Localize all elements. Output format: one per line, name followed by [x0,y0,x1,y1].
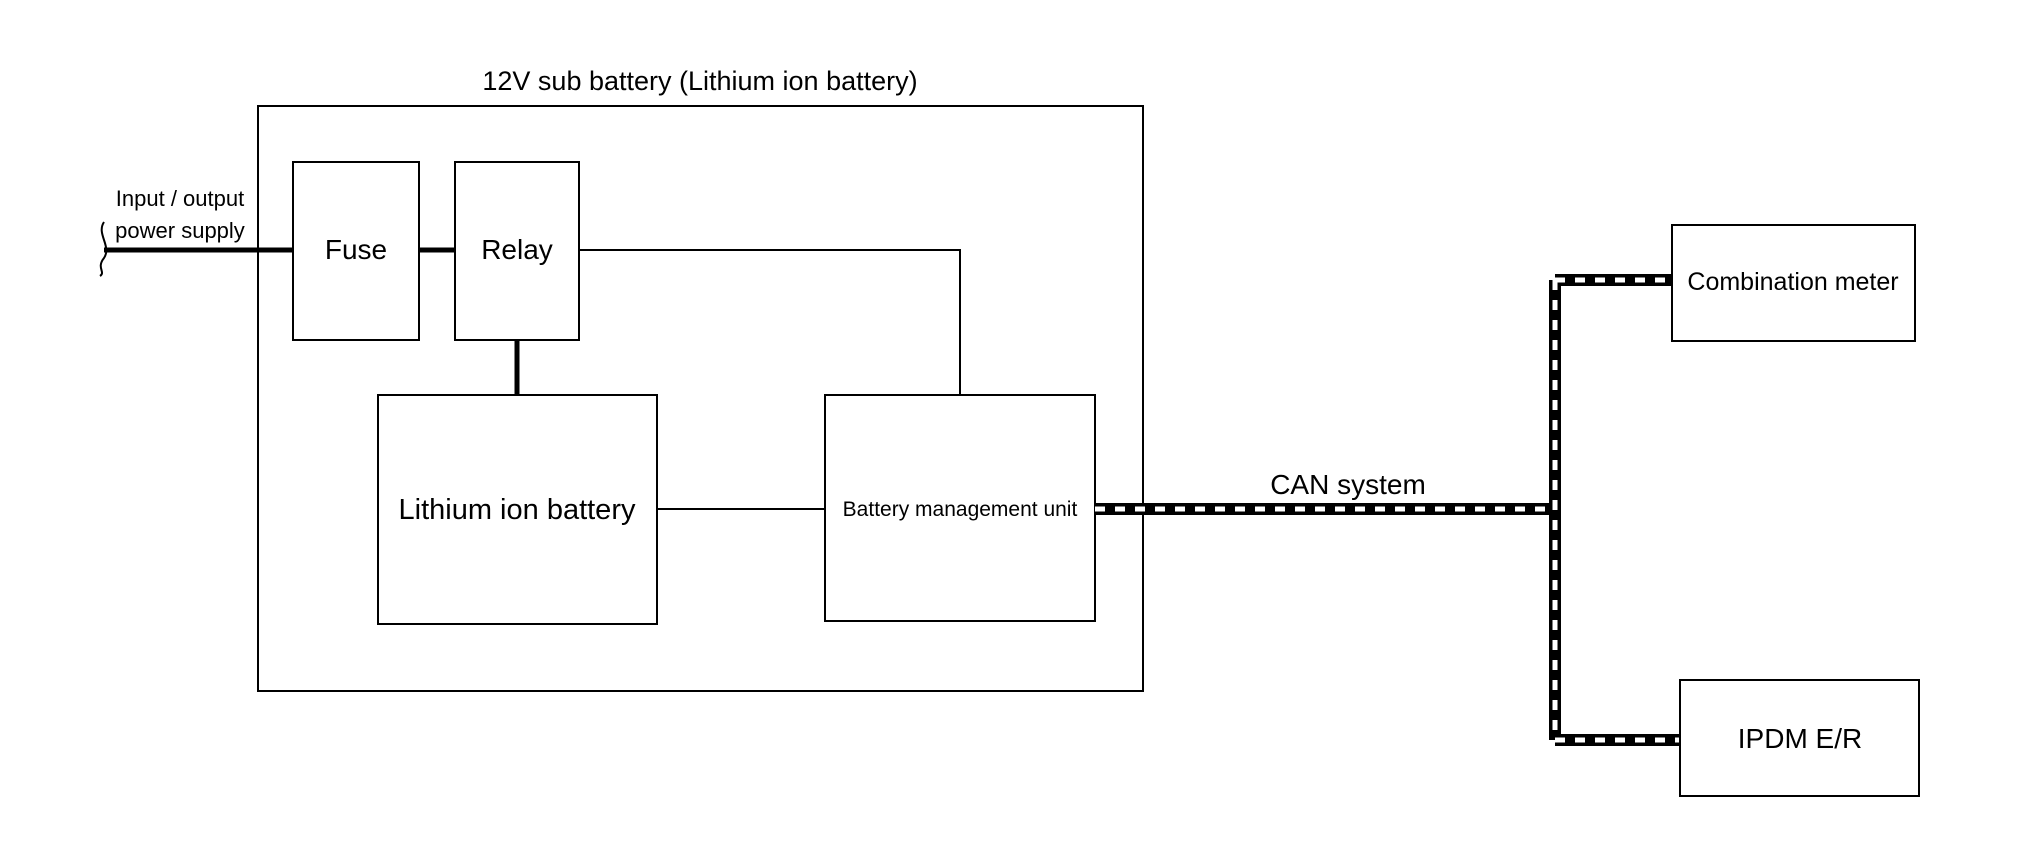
io-terminal-symbol [99,221,108,277]
combination-meter-block [1671,224,1916,342]
relay-bmu-control-line [579,249,961,395]
relay-block [454,161,580,341]
fuse-block [292,161,420,341]
enclosure-title: 12V sub battery (Lithium ion battery) [482,66,917,96]
lithium-battery-label: Lithium ion battery [399,494,636,526]
io-label-line2: power supply [115,218,245,243]
can-system-label: CAN system [1270,469,1426,500]
fuse-label: Fuse [325,234,387,265]
combination-meter-label: Combination meter [1687,268,1898,296]
relay-label: Relay [481,234,553,265]
ipdm-label: IPDM E/R [1738,723,1862,754]
lithium-battery-block [377,394,658,625]
io-label-line1: Input / output [116,186,244,211]
bmu-label: Battery management unit [843,498,1078,521]
can-bus-dashes [1095,277,1680,743]
bmu-block [824,394,1096,622]
ipdm-block [1679,679,1920,797]
